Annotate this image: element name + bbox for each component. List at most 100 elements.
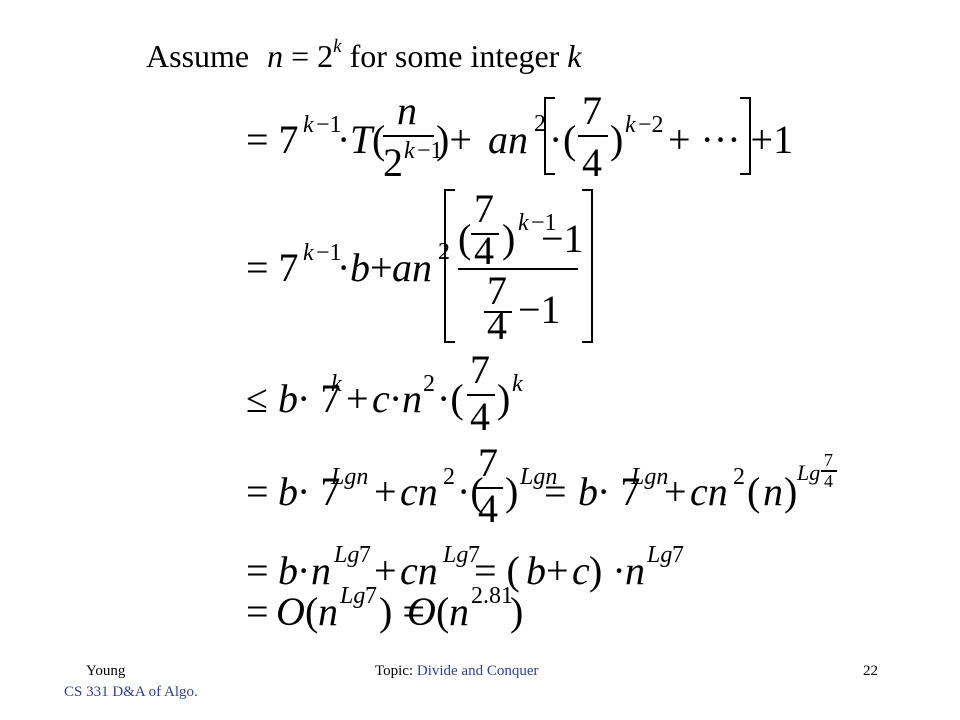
svg-text:T: T — [350, 117, 375, 162]
svg-text:7: 7 — [359, 542, 371, 568]
svg-text:Lg: Lg — [339, 583, 365, 609]
svg-text:n: n — [449, 589, 469, 634]
svg-text:b: b — [578, 469, 598, 514]
svg-text:) =: ) = — [379, 589, 425, 634]
svg-text:·(: ·( — [437, 376, 464, 421]
svg-text:7: 7 — [582, 88, 602, 133]
svg-text:7: 7 — [824, 450, 833, 470]
svg-text:2: 2 — [443, 464, 455, 490]
svg-text:·: · — [337, 117, 350, 162]
svg-text:(: ( — [458, 216, 471, 261]
svg-text:=: = — [246, 469, 269, 514]
svg-text:(: ( — [563, 117, 576, 162]
svg-text:−2: −2 — [638, 112, 664, 138]
svg-text:n: n — [397, 88, 417, 133]
page-number: 22 — [863, 663, 878, 679]
svg-text:=: = — [544, 469, 567, 514]
svg-text:k: k — [331, 371, 342, 397]
svg-text:7: 7 — [470, 347, 490, 392]
svg-text:O: O — [407, 589, 436, 634]
svg-text:·: · — [337, 245, 350, 290]
svg-text:k: k — [404, 138, 415, 164]
svg-text:· 7: · 7 — [297, 376, 340, 421]
svg-text:): ) — [784, 469, 797, 514]
svg-text:(: ( — [747, 469, 760, 514]
svg-text:=: = — [246, 589, 269, 634]
svg-text:n: n — [625, 548, 645, 593]
svg-text:·: · — [549, 117, 562, 162]
svg-text:·: · — [389, 376, 402, 421]
svg-text:(: ( — [436, 589, 449, 634]
svg-text:Lg: Lg — [333, 542, 359, 568]
svg-text:= (: = ( — [474, 548, 520, 593]
svg-text:2: 2 — [534, 111, 546, 137]
svg-text:4: 4 — [487, 303, 507, 348]
svg-text:7: 7 — [468, 542, 480, 568]
svg-text:4: 4 — [478, 486, 498, 531]
title-n-var: n — [267, 38, 284, 74]
svg-text:b: b — [278, 469, 298, 514]
equation-line-2: = 7 k −1 · b + an 2 ( 7 4 ) k −1 −1 7 4 … — [246, 186, 593, 348]
svg-text:Lg: Lg — [646, 542, 672, 568]
footer-topic-label: Topic: — [375, 663, 417, 679]
title-prefix: Assume — [146, 38, 250, 74]
svg-text:cn: cn — [400, 548, 438, 593]
svg-text:·(: ·( — [457, 469, 484, 514]
svg-text:): ) — [502, 216, 515, 261]
svg-text:c: c — [372, 376, 390, 421]
svg-text:4: 4 — [582, 140, 602, 185]
svg-text:−1: −1 — [531, 210, 557, 236]
svg-text:an: an — [488, 117, 528, 162]
svg-text:k: k — [303, 112, 314, 138]
footer-course: CS 331 D&A of Algo. — [64, 684, 198, 700]
svg-text:≤: ≤ — [246, 376, 268, 421]
svg-text:7: 7 — [478, 440, 498, 485]
svg-text:): ) — [610, 117, 623, 162]
svg-text:k: k — [303, 240, 314, 266]
svg-text:an: an — [392, 245, 432, 290]
svg-text:k: k — [518, 210, 529, 236]
equation-line-6: = O ( n Lg 7 ) = O ( n 2.81 ) — [246, 583, 523, 634]
svg-text:c: c — [572, 548, 590, 593]
title-eq: = 2 — [283, 38, 334, 74]
svg-text:): ) — [510, 589, 523, 634]
svg-text:2: 2 — [383, 140, 403, 185]
svg-text:): ) — [505, 469, 518, 514]
svg-text:· 7: · 7 — [597, 469, 640, 514]
svg-text:· 7: · 7 — [297, 469, 340, 514]
svg-text:O: O — [276, 589, 305, 634]
svg-text:+: + — [374, 469, 397, 514]
svg-text:Lgn: Lgn — [519, 464, 557, 490]
svg-text:2: 2 — [423, 371, 435, 397]
svg-text:2.81: 2.81 — [471, 583, 513, 609]
svg-text:): ) — [497, 376, 510, 421]
svg-text:(: ( — [372, 117, 385, 162]
svg-text:= 7: = 7 — [246, 245, 299, 290]
svg-text:) ·: ) · — [589, 548, 626, 593]
title-k-var: k — [567, 38, 582, 74]
footer-topic-value: Divide and Conquer — [416, 663, 539, 679]
title-exp: k — [333, 36, 342, 57]
svg-text:·: · — [297, 548, 310, 593]
svg-text:+: + — [546, 548, 569, 593]
svg-text:= 7: = 7 — [246, 117, 299, 162]
svg-text:−1: −1 — [316, 112, 342, 138]
svg-text:2: 2 — [733, 464, 745, 490]
svg-text:Lgn: Lgn — [330, 464, 368, 490]
svg-text:+: + — [370, 245, 393, 290]
svg-text:(: ( — [305, 589, 318, 634]
svg-text:7: 7 — [487, 268, 507, 313]
svg-text:b: b — [278, 376, 298, 421]
svg-text:n: n — [318, 589, 338, 634]
equation-line-5: = b · n Lg 7 + cn Lg 7 = ( b + c ) · n L… — [246, 542, 684, 593]
svg-text:−1: −1 — [417, 138, 443, 164]
svg-text:7: 7 — [474, 186, 494, 231]
svg-text:b: b — [278, 548, 298, 593]
svg-text:b: b — [350, 245, 370, 290]
svg-text:+ ··· +1: + ··· +1 — [668, 117, 793, 162]
svg-text:−1: −1 — [541, 216, 584, 261]
equation-line-3: ≤ b · 7 k + c · n 2 ·( 7 4 ) k — [246, 347, 523, 439]
svg-text:n: n — [763, 469, 783, 514]
